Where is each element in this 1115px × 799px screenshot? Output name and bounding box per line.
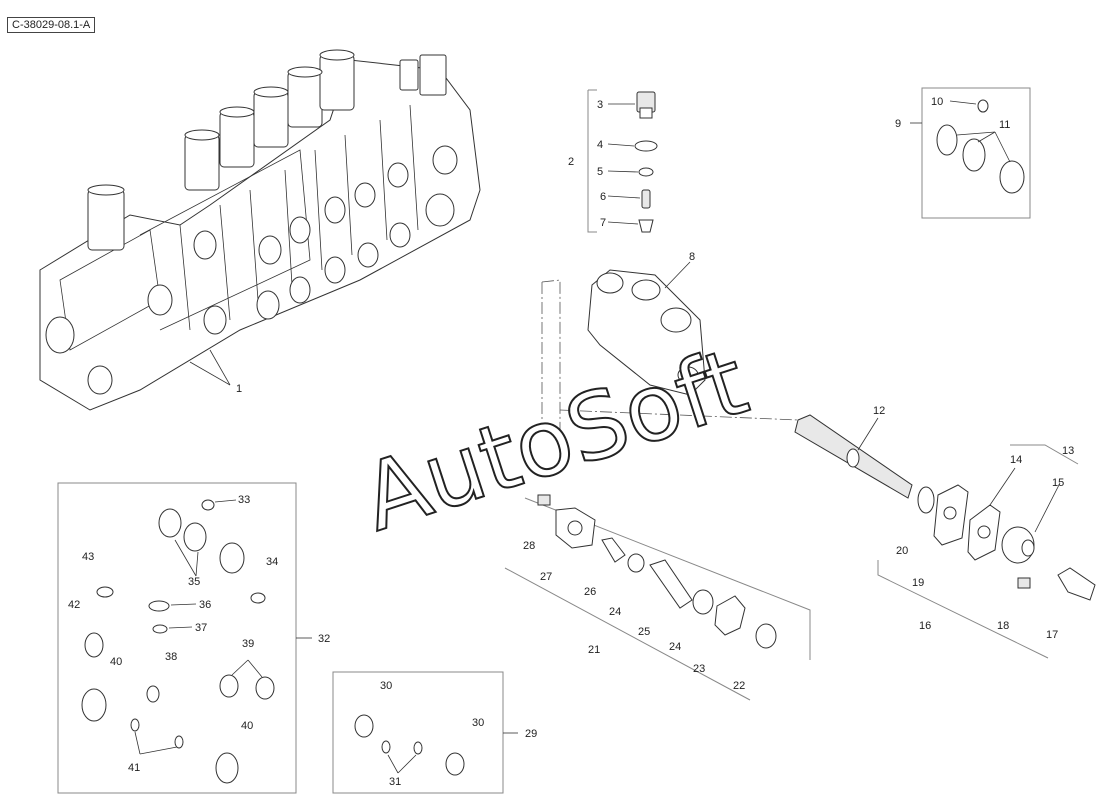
control-valve-bank [39, 49, 481, 411]
callout-4: 4 [597, 139, 603, 151]
watermark: AutoSoft [350, 328, 759, 552]
callout-6: 6 [600, 191, 606, 203]
relief-valve-cartridge-group [587, 89, 658, 233]
spool [559, 409, 913, 499]
seal-kit-box-9 [910, 87, 1031, 219]
callout-12: 12 [873, 405, 885, 417]
seal-kit-box-32 [57, 482, 312, 794]
callout-9: 9 [895, 118, 901, 130]
callout-19: 19 [912, 577, 924, 589]
reference-code-label: C-38029-08.1-A [7, 17, 96, 33]
callout-37: 37 [195, 622, 207, 634]
callout-1: 1 [236, 383, 242, 395]
callout-43: 43 [82, 551, 94, 563]
callout-30a: 30 [380, 680, 392, 692]
callout-36: 36 [199, 599, 211, 611]
callout-38: 38 [165, 651, 177, 663]
port-holes [45, 145, 458, 395]
callout-20: 20 [896, 545, 908, 557]
callout-35: 35 [188, 576, 200, 588]
spool-caps [87, 49, 355, 251]
seal-kit-box-29 [332, 671, 518, 794]
callout-18: 18 [997, 620, 1009, 632]
relief-valve-exploded-21 [504, 494, 811, 701]
valve-section-housing [541, 261, 706, 430]
callout-23: 23 [693, 663, 705, 675]
callout-34: 34 [266, 556, 278, 568]
callout-24b: 24 [669, 641, 681, 653]
callout-28: 28 [523, 540, 535, 552]
callout-24a: 24 [609, 606, 621, 618]
callout-40b: 40 [241, 720, 253, 732]
spool-end-assembly-13 [877, 444, 1096, 659]
callout-16: 16 [919, 620, 931, 632]
callout-41: 41 [128, 762, 140, 774]
callout-29: 29 [525, 728, 537, 740]
callout-8: 8 [689, 251, 695, 263]
callout-5: 5 [597, 166, 603, 178]
callout-39: 39 [242, 638, 254, 650]
callout-13: 13 [1062, 445, 1074, 457]
callout-14: 14 [1010, 454, 1022, 466]
callout-26: 26 [584, 586, 596, 598]
callout-27: 27 [540, 571, 552, 583]
callout-25: 25 [638, 626, 650, 638]
callout-2: 2 [568, 156, 574, 168]
callout-10: 10 [931, 96, 943, 108]
callout-22: 22 [733, 680, 745, 692]
callout-17: 17 [1046, 629, 1058, 641]
callout-11: 11 [999, 119, 1010, 131]
callout-15: 15 [1052, 477, 1064, 489]
callout-33: 33 [238, 494, 250, 506]
callout-32: 32 [318, 633, 330, 645]
callout-40a: 40 [110, 656, 122, 668]
callout-3: 3 [597, 99, 603, 111]
callout-30b: 30 [472, 717, 484, 729]
callout-42: 42 [68, 599, 80, 611]
callout-21: 21 [588, 644, 600, 656]
callout-7: 7 [600, 217, 606, 229]
callout-labels: 1 2 3 4 5 6 7 8 9 10 11 12 13 14 15 16 1… [68, 96, 1074, 788]
callout-31: 31 [389, 776, 401, 788]
